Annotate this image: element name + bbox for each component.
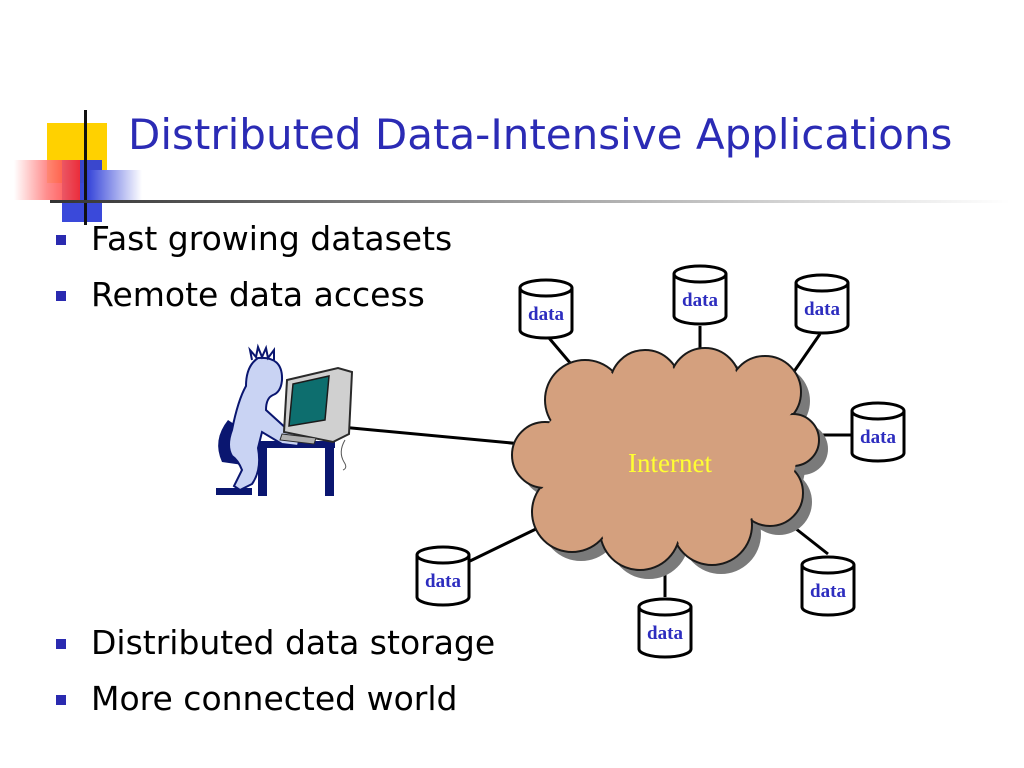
bullet-marker-icon (56, 235, 66, 245)
bullet-item: Remote data access (56, 274, 452, 330)
data-node-label: data (804, 299, 840, 320)
data-node-label: data (528, 304, 564, 325)
bullet-item: More connected world (56, 678, 495, 734)
data-node-label: data (682, 290, 718, 311)
data-node-label: data (647, 623, 683, 644)
slide-title: Distributed Data-Intensive Applications (128, 110, 953, 159)
data-node-label: data (860, 427, 896, 448)
cloud-label: Internet (628, 448, 712, 478)
database-cylinder-icon: data (850, 401, 906, 463)
person-at-computer-icon (216, 343, 354, 496)
bullet-text: Fast growing datasets (91, 219, 453, 258)
bullet-item: Distributed data storage (56, 622, 495, 678)
connector-data-7 (469, 526, 539, 563)
bullet-text: Remote data access (91, 275, 425, 314)
bullet-item: Fast growing datasets (56, 218, 452, 274)
database-cylinder-icon: data (415, 545, 471, 607)
bullet-text: More connected world (91, 679, 458, 718)
database-cylinder-icon: data (794, 273, 850, 335)
bullet-text: Distributed data storage (91, 623, 496, 662)
bullet-marker-icon (56, 639, 66, 649)
internet-cloud-icon: Internet (511, 347, 828, 579)
bullet-list-top: Fast growing datasets Remote data access (56, 218, 452, 330)
data-nodes: data data data data data data data (415, 264, 906, 659)
bullet-marker-icon (56, 695, 66, 705)
database-cylinder-icon: data (637, 597, 693, 659)
bullet-marker-icon (56, 291, 66, 301)
bullet-list-bottom: Distributed data storage More connected … (56, 622, 495, 734)
database-cylinder-icon: data (518, 278, 574, 340)
database-cylinder-icon: data (672, 264, 728, 326)
data-node-label: data (425, 571, 461, 592)
data-node-label: data (810, 581, 846, 602)
connector-user (340, 425, 523, 446)
database-cylinder-icon: data (800, 555, 856, 617)
